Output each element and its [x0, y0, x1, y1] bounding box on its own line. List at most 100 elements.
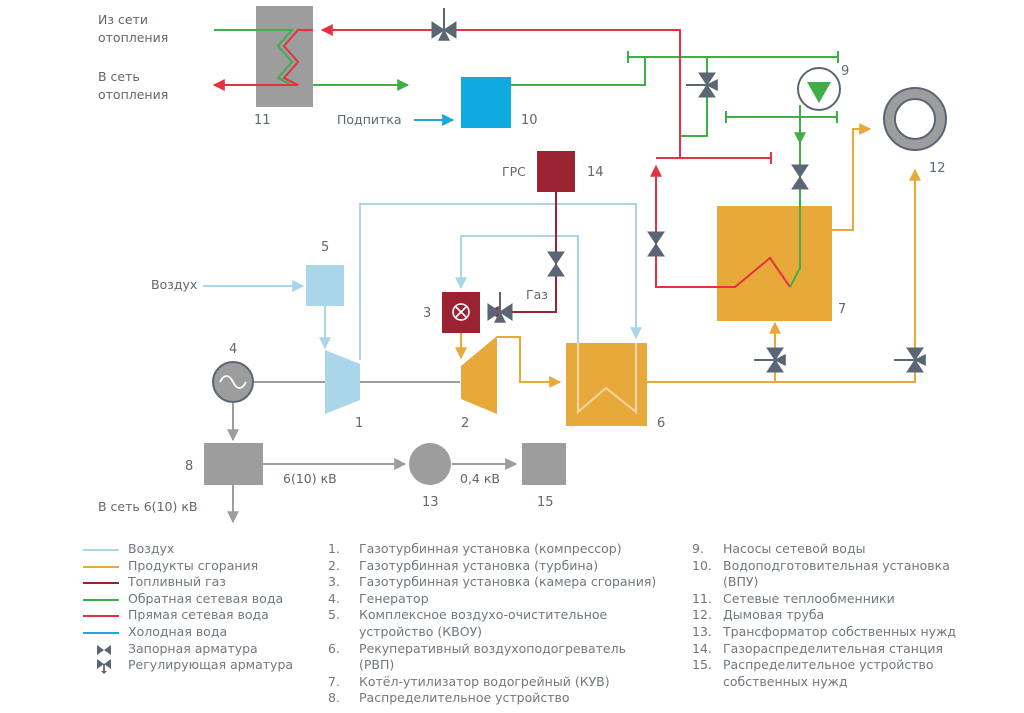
legend-swatch: [83, 565, 119, 568]
legend-item-text: устройство (КВОУ): [359, 623, 483, 639]
legend-item: 5.Комплексное воздухо-очистительное: [328, 607, 678, 624]
waste-heat-boiler-7: [717, 206, 832, 321]
number-14: 14: [587, 165, 604, 180]
legend-item-text: Трансформатор собственных нужд: [723, 623, 956, 639]
water-treatment-unit-10: [461, 77, 511, 128]
legend-label: Продукты сгорания: [128, 557, 259, 573]
legend-item-text: Газотурбинная установка (компрессор): [359, 541, 622, 556]
heat-exchanger-coil-red: [256, 29, 313, 86]
legend-row: Прямая сетевая вода: [83, 607, 313, 624]
network-water-pump-9: [797, 67, 841, 111]
gas-turbine-2: [461, 336, 497, 414]
number-2: 2: [461, 416, 469, 431]
legend-row: Топливный газ: [83, 574, 313, 591]
hot-air-to-chamber-line: [455, 235, 579, 343]
legend-label: Регулирующая арматура: [128, 657, 294, 673]
number-3: 3: [423, 306, 431, 321]
air-preheater-body: [566, 343, 647, 426]
legend-item: (ВПУ): [692, 574, 992, 591]
legend-row: Воздух: [83, 541, 313, 558]
pump-triangle-icon: [807, 82, 831, 103]
legend-item-text: собственных нужд: [723, 673, 848, 689]
number-5: 5: [321, 240, 329, 255]
control-valve-makeup-line: [686, 72, 718, 98]
legend-row: Запорная арматура: [83, 641, 313, 658]
boiler-coil-red: [717, 256, 791, 288]
legend-item-text: Газораспределительная станция: [723, 640, 944, 656]
label-0-4-kv: 0,4 кВ: [460, 471, 500, 486]
shutoff-valve-icon: [791, 164, 809, 190]
legend-item: 1.Газотурбинная установка (компрессор): [328, 541, 678, 558]
legend-item: (РВП): [328, 657, 678, 674]
control-valve-gas-line: [487, 292, 513, 323]
number-6: 6: [657, 416, 665, 431]
vpu-to-header-line: [511, 57, 646, 86]
legend-item-text: Распределительное устройство: [359, 690, 570, 706]
compressor-1: [325, 350, 360, 414]
legend-item: устройство (КВОУ): [328, 624, 678, 641]
legend-swatch: [83, 598, 119, 601]
label-to-grid: В сеть 6(10) кВ: [98, 499, 197, 514]
legend-item: 11.Сетевые теплообменники: [692, 591, 992, 608]
legend-item-text: Водоподготовительная установка: [723, 557, 950, 573]
number-13: 13: [422, 495, 439, 510]
legend-label: Холодная вода: [128, 623, 228, 639]
legend-item-text: Насосы сетевой воды: [723, 541, 866, 556]
legend-item: 14. Газораспределительная станция: [692, 641, 992, 658]
legend-item-number: 13.: [692, 623, 712, 639]
number-8: 8: [185, 459, 193, 474]
legend-item-text: Распределительное устройство: [723, 657, 934, 673]
air-preheater-6: [566, 343, 647, 426]
heat-exchanger-body: [256, 6, 313, 107]
legend-item-text: Рекуперативный воздухоподогреватель: [359, 640, 626, 656]
label-makeup: Подпитка: [337, 112, 401, 127]
control-valve-icon: [97, 659, 111, 675]
legend-label: Топливный газ: [128, 574, 226, 590]
legend-item: 15.Распределительное устройство: [692, 657, 992, 674]
label-from-heating-1: Из сети: [98, 12, 148, 27]
legend-swatch: [83, 549, 119, 551]
label-gas: Газ: [526, 287, 548, 302]
legend-swatch: [83, 582, 119, 585]
shutoff-valve-icon: [97, 644, 111, 655]
legend-item-text: (ВПУ): [723, 574, 759, 590]
legend-item-text: Газотурбинная установка (камера сгорания…: [359, 574, 657, 590]
number-4: 4: [229, 342, 237, 357]
legend-item-number: 7.: [328, 673, 340, 689]
burner-icon: [452, 303, 470, 321]
number-9: 9: [841, 64, 849, 79]
legend-item: 12.Дымовая труба: [692, 607, 992, 624]
number-1: 1: [355, 416, 363, 431]
aux-transformer-13: [409, 443, 451, 485]
aux-switchgear-15: [522, 443, 566, 485]
kuv-outlet-line: [650, 164, 735, 288]
legend-item-text: Сетевые теплообменники: [723, 590, 895, 606]
legend-item-number: 14.: [692, 640, 712, 656]
legend-item: собственных нужд: [692, 674, 992, 691]
legend-item: 6.Рекуперативный воздухоподогреватель: [328, 641, 678, 658]
legend-item: 7.Котёл-утилизатор водогрейный (КУВ): [328, 674, 678, 691]
number-11: 11: [254, 113, 271, 128]
rvp-exhaust-line: [647, 168, 921, 383]
air-preheater-coil: [577, 343, 637, 415]
legend-item: 2.Газотурбинная установка (турбина): [328, 558, 678, 575]
legend-label: Обратная сетевая вода: [128, 590, 284, 606]
legend-row: Продукты сгорания: [83, 558, 313, 575]
chimney-inner: [894, 98, 936, 140]
legend-item: 9.Насосы сетевой воды: [692, 541, 992, 558]
control-valve-flue-kuv: [754, 347, 786, 373]
burner-cross: [454, 305, 468, 319]
legend-item-number: 8.: [328, 690, 340, 706]
flue-gas-lines: [455, 123, 921, 388]
turbine-to-rvp-line: [497, 336, 562, 388]
label-6-10-kv: 6(10) кВ: [283, 471, 337, 486]
air-cleaning-device-5: [306, 265, 344, 306]
shutoff-valve-icon: [647, 231, 665, 257]
number-7: 7: [838, 302, 846, 317]
combustion-chamber-3: [442, 292, 480, 333]
network-heat-exchanger-11: [256, 6, 313, 107]
legend-swatch: [83, 631, 119, 634]
generator-sine-icon: [219, 375, 247, 389]
gas-distribution-station-14: [537, 151, 575, 192]
